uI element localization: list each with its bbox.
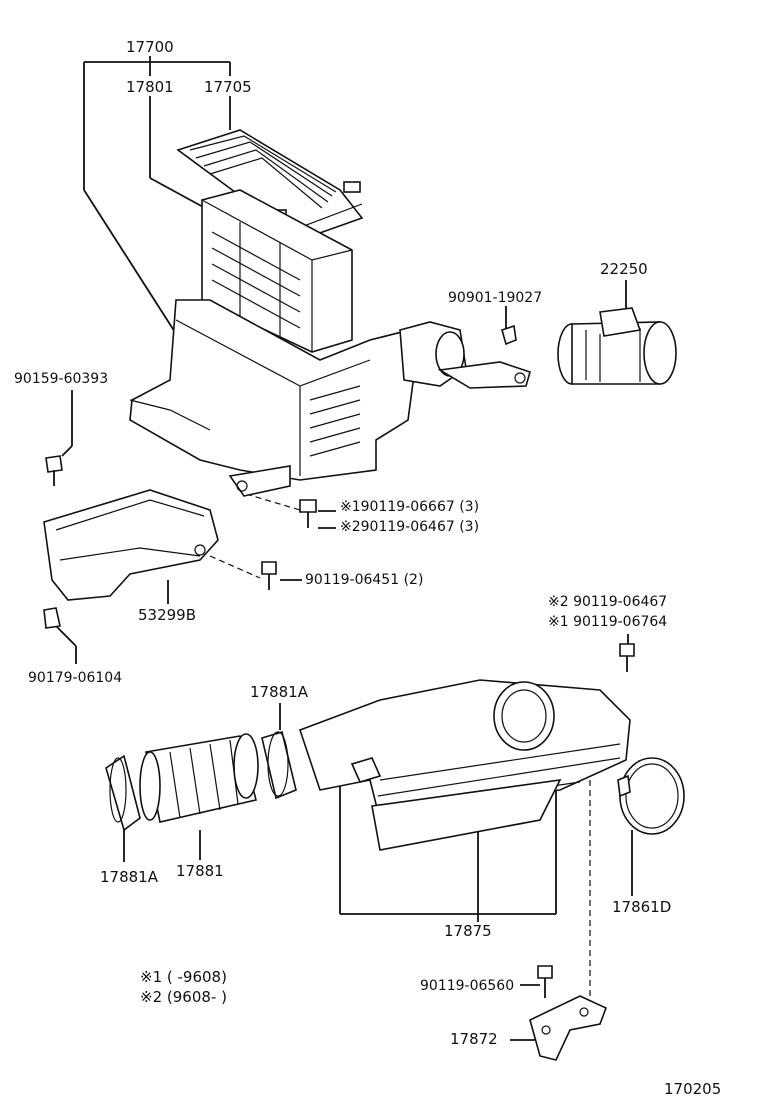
label-90119-06667: ※190119-06667 (3) — [340, 499, 479, 515]
air-filter-element-17801 — [201, 189, 353, 353]
bolt-90159-60393 — [45, 455, 63, 486]
air-inlet-17875 — [298, 679, 631, 851]
label-90119-06467-a: ※290119-06467 (3) — [340, 519, 479, 535]
outlet-connector — [399, 321, 531, 389]
label-90179-06104: 90179-06104 — [28, 670, 122, 686]
label-90119-06560: 90119-06560 — [420, 978, 514, 994]
label-90119-06467-b: ※2 90119-06467 — [548, 594, 667, 610]
bolt-90119-06560 — [537, 965, 553, 998]
hose-clamp-17881A-left — [105, 754, 141, 832]
label-90159-60393: 90159-60393 — [14, 371, 108, 387]
intake-hose-17881 — [139, 733, 259, 823]
duct-53299B — [43, 489, 219, 601]
clamp-17861D — [617, 757, 685, 835]
label-90119-06764: ※1 90119-06764 — [548, 614, 667, 630]
label-17881A-top: 17881A — [250, 683, 309, 701]
air-flow-meter-22250 — [557, 307, 677, 385]
label-17700: 17700 — [126, 38, 174, 56]
label-17881: 17881 — [176, 862, 224, 880]
label-17881A-bottom: 17881A — [100, 868, 159, 886]
label-90901-19027: 90901-19027 — [448, 290, 542, 306]
label-17872: 17872 — [450, 1030, 498, 1048]
label-53299B: 53299B — [138, 606, 196, 624]
label-17875: 17875 — [444, 922, 492, 940]
leader-lines — [55, 56, 633, 1041]
bracket-17872 — [529, 995, 608, 1061]
label-17801: 17801 — [126, 78, 174, 96]
note-1: ※1 ( -9608) — [140, 968, 227, 986]
label-22250: 22250 — [600, 260, 648, 278]
label-90119-06451: 90119-06451 (2) — [305, 572, 423, 588]
diagram-number: 170205 — [664, 1080, 721, 1098]
label-17861D: 17861D — [612, 898, 671, 916]
grommet-90179-06104 — [43, 607, 61, 629]
bolt-90119-06764 — [619, 643, 635, 672]
hose-clamp-17881A-right — [261, 730, 297, 800]
label-17705: 17705 — [204, 78, 252, 96]
bolt-90119-06667 — [299, 499, 317, 528]
air-cleaner-case — [129, 299, 417, 497]
note-2: ※2 (9608- ) — [140, 988, 227, 1006]
bolt-90119-06451 — [261, 561, 277, 590]
